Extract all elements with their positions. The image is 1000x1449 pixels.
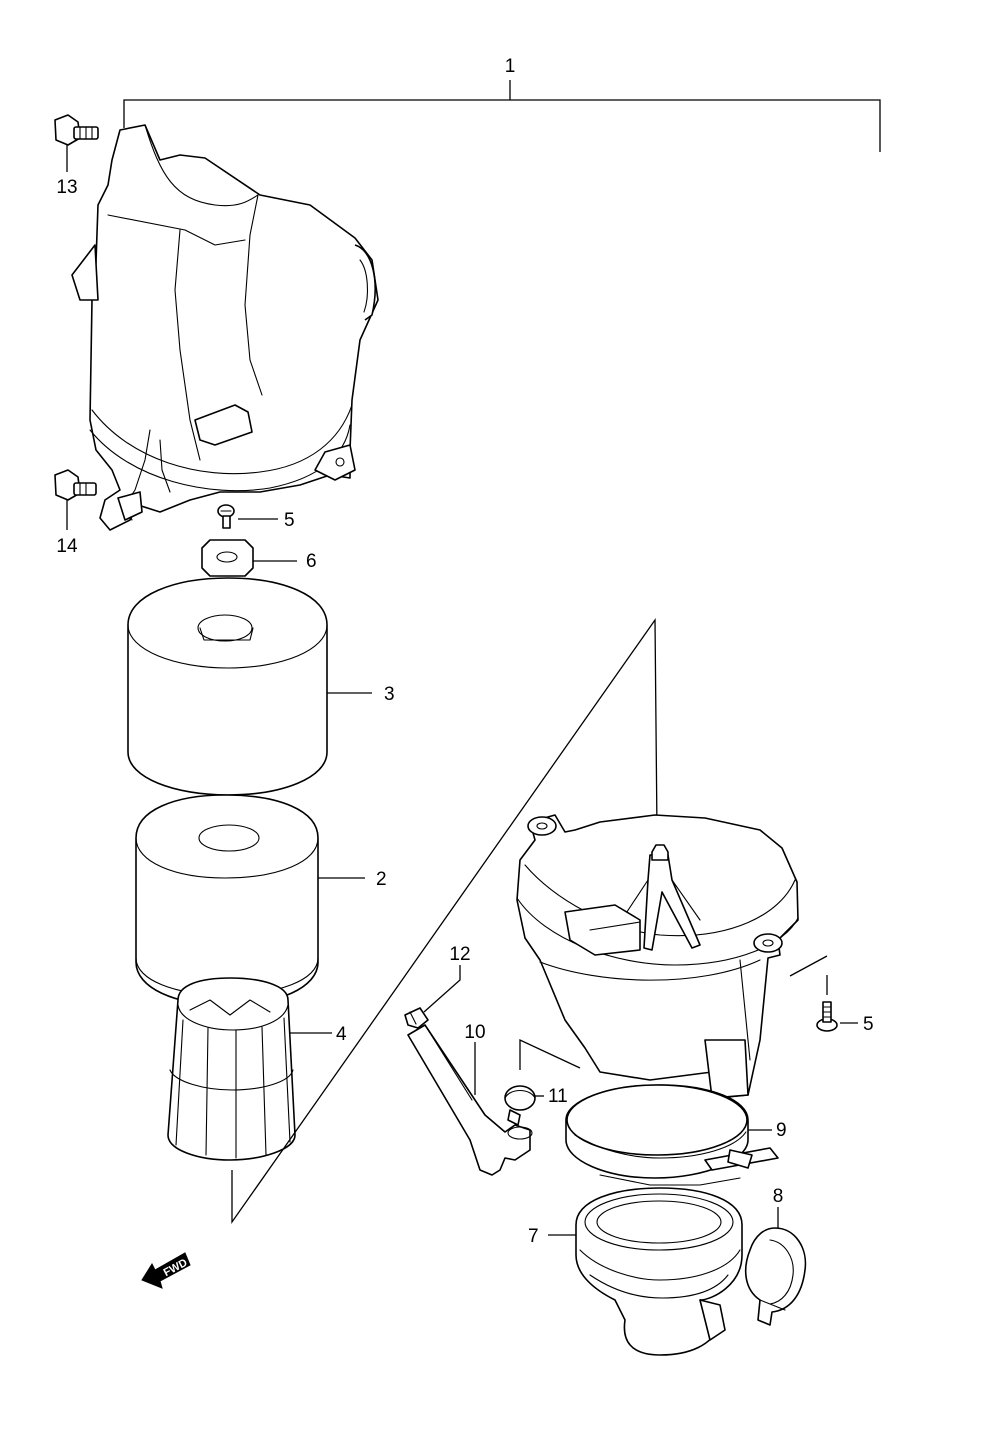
callout-12: 12 [449,944,470,965]
assembly-bracket [123,80,881,152]
callout-5-right: 5 [863,1014,874,1035]
seal-7 [548,1187,743,1356]
clip-12 [404,965,461,1029]
callout-14: 14 [56,536,78,557]
filter-element-2 [135,794,365,1006]
callout-8: 8 [773,1186,784,1207]
holder-cage-4 [167,977,332,1161]
callout-5-upper: 5 [284,510,295,531]
callout-4: 4 [336,1024,347,1045]
callout-11: 11 [548,1086,568,1107]
cleaner-case [516,814,799,1099]
nut-cap-6 [201,539,297,577]
bolt-13 [54,114,99,172]
case-cover [71,124,379,531]
callout-1: 1 [505,56,516,77]
fwd-label: FWD [162,1257,190,1279]
clamp-11 [504,1085,544,1126]
screw-5-right [789,955,858,1032]
callout-10: 10 [464,1022,485,1043]
callout-6: 6 [306,551,317,572]
gasket-ring-9 [565,1084,779,1186]
screw-5-upper [217,504,278,529]
foam-element-3 [127,577,372,796]
hose-10 [407,1024,533,1176]
bolt-14 [54,469,97,530]
callout-9: 9 [776,1120,787,1141]
callout-13: 13 [56,177,77,198]
callout-2: 2 [376,869,387,890]
clamp-8 [744,1207,807,1326]
callout-7: 7 [528,1226,539,1247]
assembly-leader [231,617,658,1225]
fwd-arrow-icon: FWD [141,1252,191,1289]
callout-3: 3 [384,684,395,705]
